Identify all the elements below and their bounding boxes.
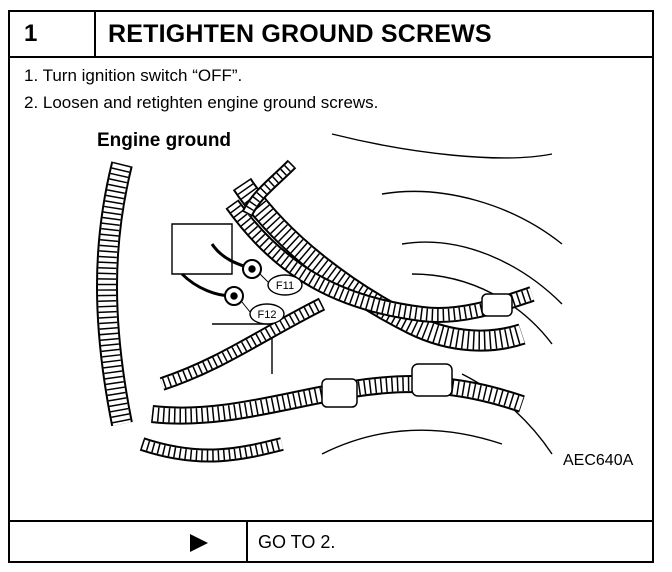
figure-code: AEC640A [563, 452, 634, 469]
goto-text: GO TO 2. [258, 532, 336, 552]
callout-f11: F11 [276, 280, 294, 292]
instruction-list: 1. Turn ignition switch “OFF”. 2. Loosen… [24, 62, 378, 116]
callout-f12: F12 [258, 309, 277, 321]
step-header: 1 RETIGHTEN GROUND SCREWS [10, 12, 652, 58]
right-triangle-arrow-icon [190, 534, 208, 552]
engine-ground-illustration: F11 F12 [96, 133, 563, 463]
step-number: 1 [10, 12, 96, 56]
step-title: RETIGHTEN GROUND SCREWS [108, 20, 492, 48]
figure-label: Engine ground [95, 130, 234, 152]
instruction-item: 1. Turn ignition switch “OFF”. [24, 66, 243, 85]
instruction-item: 2. Loosen and retighten engine ground sc… [24, 93, 379, 112]
procedure-box: 1 RETIGHTEN GROUND SCREWS 1. Turn igniti… [8, 10, 654, 563]
arrow-cell [10, 522, 248, 563]
next-step-row: GO TO 2. [10, 520, 652, 563]
